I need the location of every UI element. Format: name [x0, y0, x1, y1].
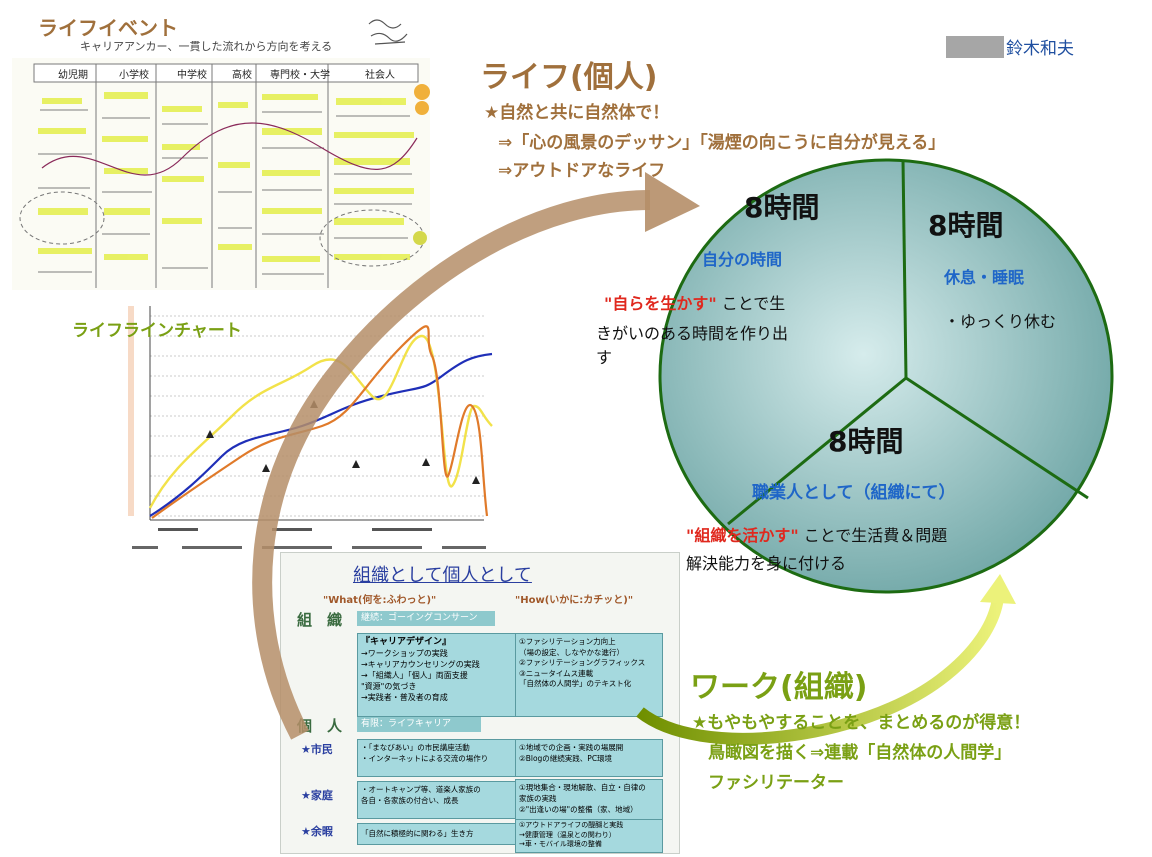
self-desc2: きがいのある時間を作り出 [596, 324, 789, 343]
row-right-line: 家族の実践 [519, 794, 557, 803]
org-right-box: ①ファシリテーション力向上 （場の設定、しなやかな進行） ②ファシリテーショング… [515, 633, 663, 717]
self-hours: 8時間 [744, 191, 820, 224]
row-left-box: ・「まなびあい」の市民講座活動 ・インターネットによる交流の場作り [357, 739, 517, 777]
self-quote: "自らを生かす" [604, 294, 717, 313]
row-left-line: 「自然に積極的に関わる」生き方 [361, 829, 474, 838]
life-personal-line2: ⇒「心の風景のデッサン」「湯煙の向こうに自分が見える」 [498, 133, 946, 153]
row-right-line: →健康管理（温泉との関わり） [519, 830, 616, 839]
stage-headers: 幼児期 小学校 中学校 高校 専門校・大学 社会人 [42, 66, 424, 84]
self-desc1: ことで生 [721, 294, 786, 313]
org-personal-title: 組織として個人として [353, 565, 532, 586]
stage-label: 専門校・大学 [270, 70, 330, 81]
row-left-line: 各自・各家族の付合い、成長 [361, 796, 459, 805]
row-right-box: ①地域での企画・実践の場展開 ②Blogの継続実践、PC環境 [515, 739, 663, 777]
how-heading: "How(いかに:カチッと)" [515, 595, 634, 606]
work-desc2: 解決能力を身に付ける [686, 554, 847, 573]
org-right-line: ②ファシリテーショングラフィックス [519, 658, 646, 667]
row-right-box: ①アウトドアライフの醍醐と実践 →健康管理（温泉との関わり） →車・モバイル環境… [515, 819, 663, 853]
work-hours: 8時間 [828, 425, 904, 458]
stage-label: 小学校 [119, 70, 149, 81]
pie-divider-left [727, 376, 907, 526]
work-desc-line1: "組織を活かす" ことで生活費＆問題 [686, 522, 947, 546]
lifeline-chart-title: ライフラインチャート [72, 321, 242, 341]
row-right-line: ②"出逢いの場"の整備（家、地域） [519, 805, 638, 814]
row-label: ★余暇 [301, 825, 333, 838]
org-personal-slide: 組織として個人として "What(何を:ふわっと)" "How(いかに:カチッと… [280, 552, 680, 854]
row-right-box: ①現地集合・現地解散、自立・自律の 家族の実践 ②"出逢いの場"の整備（家、地域… [515, 779, 663, 823]
pie-divider-right [905, 376, 1089, 500]
org-right-line: （場の設定、しなやかな進行） [519, 647, 624, 657]
personal-label: 個 人 [297, 717, 343, 735]
org-left-line: →ワークショップの実践 [361, 649, 448, 658]
org-right-line: 「自然体の人間学」のテキスト化 [519, 679, 632, 688]
self-desc-line1: "自らを生かす" ことで生 [604, 290, 785, 314]
org-tag: 継続：ゴーイングコンサーン [357, 611, 495, 626]
self-label: 自分の時間 [702, 250, 783, 269]
org-right-line: ③ニュータイムス連載 [519, 668, 594, 678]
stage-label: 幼児期 [58, 70, 88, 81]
stage-label: 中学校 [177, 70, 207, 81]
work-org-line3: ファシリテーター [708, 773, 844, 793]
rest-desc: ・ゆっくり休む [944, 312, 1057, 331]
row-left-box: ・オートキャンプ等、道楽人家族の 各自・各家族の付合い、成長 [357, 781, 517, 819]
work-org-line1: ★もやもやすることを、まとめるのが得意！ [692, 713, 1031, 733]
org-left-line: 『キャリアデザイン』 [361, 637, 452, 647]
pie-disc [658, 158, 1114, 594]
row-right-line: ②Blogの継続実践、PC環境 [519, 754, 613, 763]
org-left-line: "資源"の気づき [361, 682, 417, 691]
row-right-line: ①アウトドアライフの醍醐と実践 [519, 821, 624, 829]
life-personal-line1: ★自然と共に自然体で！ [484, 103, 670, 123]
work-org-title: ワーク(組織) [690, 670, 868, 705]
row-label: ★家庭 [301, 789, 333, 802]
self-desc3: す [596, 348, 613, 367]
org-label: 組 織 [297, 611, 343, 629]
stage-label: 高校 [232, 70, 252, 81]
org-left-line: →キャリアカウンセリングの実践 [361, 660, 480, 669]
author-name-redaction [946, 36, 1004, 58]
life-event-worksheet [12, 58, 430, 290]
row-left-line: ・「まなびあい」の市民講座活動 [361, 743, 470, 752]
org-left-box: 『キャリアデザイン』 →ワークショップの実践 →キャリアカウンセリングの実践 →… [357, 633, 517, 717]
author-name: 鈴木和夫 [1006, 39, 1074, 59]
work-label: 職業人として（組織にて） [752, 483, 956, 503]
life-event-title: ライフイベント [38, 16, 178, 40]
life-personal-line3: ⇒アウトドアなライフ [498, 161, 666, 181]
row-right-line: ①現地集合・現地解散、自立・自律の [519, 783, 646, 792]
stage-label: 社会人 [365, 70, 395, 81]
life-event-sheet-graphic [12, 58, 430, 290]
org-left-line: →実践者・普及者の育成 [361, 693, 448, 702]
row-left-box: 「自然に積極的に関わる」生き方 [357, 823, 517, 845]
row-right-line: ①地域での企画・実践の場展開 [519, 743, 624, 752]
personal-tag: 有限：ライフキャリア [357, 717, 481, 732]
rest-label: 休息・睡眠 [944, 268, 1025, 287]
row-left-line: ・オートキャンプ等、道楽人家族の [361, 785, 481, 794]
org-left-line: →「組織人」「個人」両面支援 [361, 671, 468, 680]
work-org-line2: 鳥瞰図を描く⇒連載「自然体の人間学」 [708, 743, 1012, 763]
row-left-line: ・インターネットによる交流の場作り [361, 754, 489, 763]
rest-hours: 8時間 [928, 209, 1004, 242]
pie-divider-top [901, 159, 908, 379]
life-event-subtitle: キャリアアンカー、一貫した流れから方向を考える [80, 40, 333, 53]
org-right-line: ①ファシリテーション力向上 [519, 637, 616, 646]
time-pie [658, 158, 1114, 594]
signature-scribble [368, 19, 408, 45]
row-label: ★市民 [301, 743, 333, 756]
life-personal-title: ライフ(個人) [480, 60, 658, 95]
work-quote: "組織を活かす" [686, 526, 799, 545]
row-right-line: →車・モバイル環境の整備 [519, 840, 602, 848]
work-desc1: ことで生活費＆問題 [803, 526, 948, 545]
what-heading: "What(何を:ふわっと)" [323, 595, 437, 606]
